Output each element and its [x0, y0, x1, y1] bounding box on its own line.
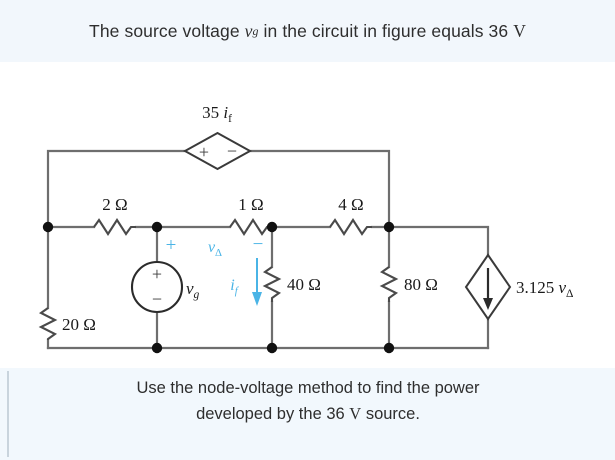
node-bottom-right — [383, 342, 395, 354]
prompt-symbol-sub: g — [252, 23, 259, 38]
circuit-svg: 2 Ω 1 Ω 4 Ω 20 Ω 40 Ω — [38, 103, 573, 354]
v-delta-label: vΔ — [208, 239, 222, 259]
dependent-voltage-source-label: 35 if — [202, 103, 232, 125]
resistor-80ohm-zigzag — [379, 266, 399, 302]
resistor-40ohm: 40 Ω — [262, 266, 321, 302]
dependent-voltage-source-plus: + — [199, 142, 209, 162]
resistor-2ohm-zigzag — [93, 218, 136, 236]
resistor-40ohm-zigzag — [262, 266, 282, 302]
resistor-4ohm-zigzag — [329, 218, 372, 236]
dependent-current-source-label: 3.125 vΔ — [516, 278, 573, 300]
dependent-voltage-source-diamond — [182, 131, 253, 171]
junction-nodes — [42, 221, 395, 354]
node-bottom-r40 — [266, 342, 278, 354]
caption-line2-unit: V — [349, 404, 362, 423]
node-top-r40 — [266, 221, 278, 233]
independent-voltage-source-label: vg — [186, 279, 200, 301]
caption-line2-value: 36 — [326, 405, 345, 423]
resistor-20ohm-label: 20 Ω — [62, 315, 96, 334]
top-background-band — [0, 0, 615, 62]
independent-voltage-source: + − vg — [130, 260, 200, 314]
dependent-voltage-source: + − 35 if — [182, 103, 253, 171]
resistor-4ohm-label: 4 Ω — [338, 195, 363, 214]
independent-voltage-source-plus: + — [152, 264, 162, 284]
dependent-current-source-arrow-head — [483, 298, 493, 310]
resistor-1ohm-label: 1 Ω — [238, 195, 263, 214]
v-delta-minus-sign: − — [253, 234, 264, 255]
node-top-right — [383, 221, 395, 233]
bottom-background-band — [0, 368, 615, 460]
figure-caption: Use the node-voltage method to find the … — [18, 375, 598, 427]
resistor-20ohm-zigzag — [38, 307, 58, 340]
circuit-figure: 2 Ω 1 Ω 4 Ω 20 Ω 40 Ω — [0, 62, 615, 368]
node-top-mid — [151, 221, 163, 233]
resistor-80ohm: 80 Ω — [379, 266, 438, 302]
dependent-voltage-source-minus: − — [227, 141, 237, 161]
wire-network — [46, 149, 490, 350]
wire-top-left — [46, 149, 187, 229]
resistor-20ohm: 20 Ω — [38, 307, 96, 340]
prompt-symbol-main: v — [244, 20, 253, 41]
prompt-text-before: The source voltage — [89, 20, 240, 41]
branch-current-arrow-head — [252, 292, 262, 306]
left-accent-rule — [7, 371, 9, 457]
wire-top-right — [248, 149, 391, 229]
branch-current-label: if — [230, 277, 239, 297]
node-bottom-mid — [151, 342, 163, 354]
resistor-4ohm: 4 Ω — [329, 195, 372, 236]
dependent-current-source: 3.125 vΔ — [464, 253, 573, 321]
prompt-unit: V — [513, 20, 526, 41]
prompt-value: 36 — [488, 20, 509, 41]
resistor-2ohm-label: 2 Ω — [102, 195, 127, 214]
resistor-1ohm: 1 Ω — [229, 195, 272, 236]
resistor-2ohm: 2 Ω — [93, 195, 136, 236]
resistor-1ohm-zigzag — [229, 218, 272, 236]
prompt-text-middle: in the circuit in figure equals — [263, 20, 484, 41]
caption-line2-before: developed by the — [196, 405, 322, 423]
node-top-left — [42, 221, 54, 233]
resistor-40ohm-label: 40 Ω — [287, 275, 321, 294]
independent-voltage-source-circle — [130, 260, 184, 314]
v-delta-annotation: + − vΔ — [166, 234, 264, 259]
caption-line-1: Use the node-voltage method to find the … — [136, 379, 480, 397]
resistor-80ohm-label: 80 Ω — [404, 275, 438, 294]
wire-depsrc-top — [387, 225, 490, 257]
v-delta-plus-sign: + — [166, 235, 177, 256]
caption-line-2: developed by the 36 V source. — [18, 401, 598, 427]
caption-line2-after: source. — [365, 405, 420, 423]
independent-voltage-source-minus: − — [152, 289, 162, 309]
branch-current-annotation: if — [230, 258, 262, 306]
